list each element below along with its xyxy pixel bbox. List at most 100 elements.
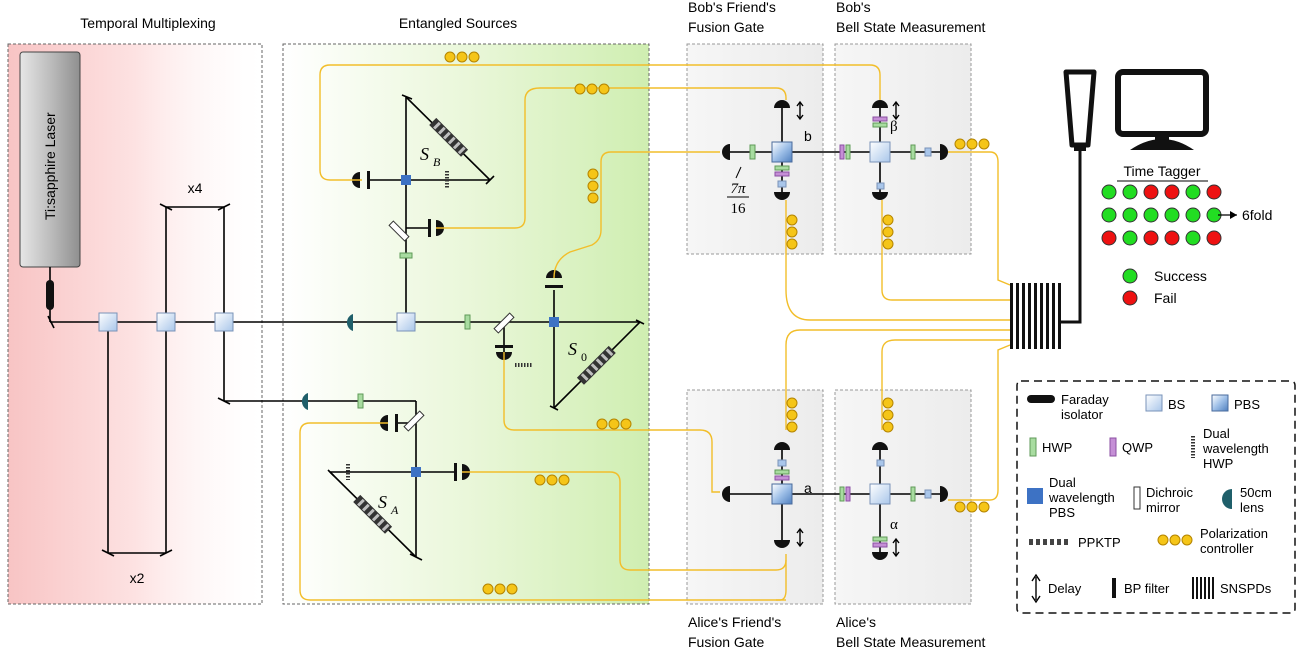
source-a-label: S bbox=[378, 492, 387, 512]
source-b-sub: B bbox=[433, 155, 441, 169]
legend-lens-1: 50cm bbox=[1240, 485, 1272, 500]
coincidence-dot bbox=[1185, 207, 1201, 223]
dual-pbs-a bbox=[411, 467, 421, 477]
coincidence-dot bbox=[1122, 230, 1138, 246]
coincidence-dot bbox=[1164, 207, 1180, 223]
hwp-s0 bbox=[464, 314, 471, 330]
legend-bs: BS bbox=[1168, 397, 1186, 412]
ppktp-a bbox=[353, 494, 393, 534]
coincidence-dot bbox=[1185, 184, 1201, 200]
sixfold-label: 6fold bbox=[1242, 207, 1272, 223]
source-b-label: S bbox=[420, 144, 429, 164]
port-a: a bbox=[804, 480, 812, 496]
hwp-sb bbox=[399, 252, 413, 259]
computer-icon bbox=[1115, 69, 1209, 150]
bob-bsm-label-2: Bell State Measurement bbox=[836, 19, 986, 35]
port-alpha: α bbox=[890, 517, 898, 533]
bs-cube-2 bbox=[156, 312, 176, 332]
port-b: b bbox=[804, 128, 812, 144]
coincidence-dot bbox=[1143, 230, 1159, 246]
bob-bsm-optics bbox=[839, 100, 948, 200]
legend-ppktp: PPKTP bbox=[1078, 535, 1121, 550]
time-tagger-title: Time Tagger bbox=[1123, 163, 1200, 179]
legend-delay: Delay bbox=[1048, 581, 1082, 596]
temporal-label: Temporal Multiplexing bbox=[80, 15, 215, 31]
coincidence-dot bbox=[1122, 184, 1138, 200]
legend-pc-icon-1 bbox=[1157, 534, 1169, 546]
legend-bp: BP filter bbox=[1124, 581, 1170, 596]
alice-bsm-label-1: Alice's bbox=[836, 614, 876, 630]
coincidence-dot bbox=[1143, 184, 1159, 200]
legend-hwp: HWP bbox=[1042, 440, 1072, 455]
legend-snspd-icon bbox=[1192, 577, 1214, 599]
legend-dual-hwp-3: HWP bbox=[1203, 456, 1233, 471]
coincidence-dot bbox=[1101, 230, 1117, 246]
legend-dual-hwp-1: Dual bbox=[1203, 426, 1230, 441]
legend-dual-pbs-icon bbox=[1027, 488, 1043, 504]
dual-pbs-0 bbox=[549, 317, 559, 327]
coincidence-dot bbox=[1122, 207, 1138, 223]
legend-dual-pbs-1: Dual bbox=[1049, 475, 1076, 490]
legend-lens-icon bbox=[1222, 489, 1232, 509]
legend-dual-hwp-2: wavelength bbox=[1202, 441, 1269, 456]
angle-den: 16 bbox=[731, 201, 747, 217]
polarization-controllers bbox=[444, 51, 990, 595]
bs-cube-source bbox=[396, 312, 416, 332]
dichroic-mirror-b bbox=[388, 220, 410, 242]
bob-fusion-label-2: Fusion Gate bbox=[688, 19, 764, 35]
alice-fusion-region bbox=[686, 389, 824, 605]
coincidence-dot bbox=[1143, 207, 1159, 223]
alice-fusion-label-1: Alice's Friend's bbox=[688, 614, 781, 630]
coincidence-dot bbox=[1206, 230, 1222, 246]
legend-bs-icon bbox=[1145, 394, 1163, 412]
legend: Faraday isolator BS PBS HWP QWP Dual wav… bbox=[1016, 380, 1296, 614]
legend-polctrl-1: Polarization bbox=[1200, 526, 1268, 541]
coincidence-dot bbox=[1206, 184, 1222, 200]
dichroic-mirror-a bbox=[403, 410, 425, 432]
angle-num: 7π bbox=[730, 181, 746, 197]
legend-snspd: SNSPDs bbox=[1220, 581, 1272, 596]
bs-cube-1 bbox=[98, 312, 118, 332]
legend-dual-pbs-2: wavelength bbox=[1048, 490, 1115, 505]
faraday-isolator bbox=[46, 280, 54, 310]
fail-label: Fail bbox=[1154, 290, 1177, 306]
coincidence-dot bbox=[1185, 230, 1201, 246]
legend-pbs-icon bbox=[1211, 394, 1229, 412]
laser: Ti:sapphire Laser bbox=[19, 51, 81, 322]
bob-fusion-label-1: Bob's Friend's bbox=[688, 0, 776, 15]
dual-pbs-b bbox=[401, 175, 411, 185]
coincidence-dot bbox=[1164, 184, 1180, 200]
time-tagger-device bbox=[1063, 69, 1097, 151]
legend-delay-arrows bbox=[1031, 573, 1041, 604]
legend-polctrl-2: controller bbox=[1200, 541, 1254, 556]
x2-label: x2 bbox=[130, 570, 145, 586]
alice-fusion-optics bbox=[722, 442, 880, 548]
legend-hwp-icon bbox=[1029, 437, 1037, 457]
legend-lens-2: lens bbox=[1240, 500, 1264, 515]
legend-faraday-1: Faraday bbox=[1061, 392, 1109, 407]
x4-label: x4 bbox=[188, 180, 203, 196]
legend-dichroic-1: Dichroic bbox=[1146, 485, 1193, 500]
legend-qwp-icon bbox=[1109, 437, 1117, 457]
ppktp-0 bbox=[576, 345, 616, 385]
bs-cube-3 bbox=[214, 312, 234, 332]
fibers bbox=[299, 64, 1011, 601]
source-a-sub: A bbox=[390, 503, 399, 517]
lens-1 bbox=[346, 314, 353, 331]
alice-bsm-optics bbox=[839, 442, 948, 560]
legend-bp-icon bbox=[1112, 578, 1116, 598]
alice-bsm-label-2: Bell State Measurement bbox=[836, 634, 986, 650]
laser-label: Ti:sapphire Laser bbox=[42, 112, 58, 220]
port-beta: β bbox=[890, 119, 898, 135]
bob-bsm-region bbox=[834, 43, 972, 255]
success-dot bbox=[1122, 268, 1138, 284]
legend-pc-icon-2 bbox=[1169, 534, 1181, 546]
alice-bsm-region bbox=[834, 389, 972, 605]
legend-dual-pbs-3: PBS bbox=[1049, 505, 1075, 520]
sixfold-arrowhead bbox=[1230, 211, 1237, 219]
entangled-label: Entangled Sources bbox=[399, 15, 517, 31]
coincidence-dot bbox=[1101, 207, 1117, 223]
bob-fusion-optics bbox=[722, 100, 880, 200]
source-0-sub: 0 bbox=[581, 350, 587, 364]
